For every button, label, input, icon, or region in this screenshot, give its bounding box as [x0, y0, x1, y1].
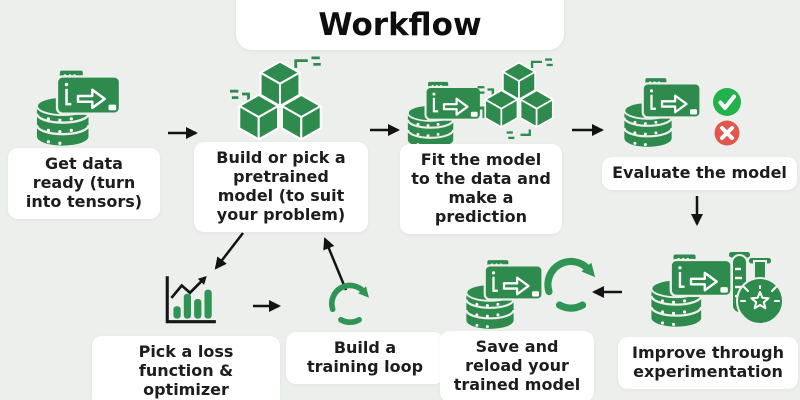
- database-card-icon: [30, 64, 126, 148]
- training-loop-icon: [324, 278, 376, 330]
- step-label-improve: Improve through experimentation: [618, 337, 798, 389]
- step-label-build-model: Build or pick a pretrained model (to sui…: [194, 142, 368, 232]
- check-icon: [713, 88, 741, 116]
- database-reload-icon: [465, 252, 605, 330]
- step-label-save-reload: Save and reload your trained model: [440, 331, 594, 400]
- arrow-build-to-loss: [214, 232, 244, 270]
- step-label-loss-optimizer: Pick a loss function & optimizer: [92, 336, 280, 400]
- bar-chart-icon: [160, 272, 220, 328]
- page-title: Workflow: [236, 0, 564, 50]
- step-label-evaluate: Evaluate the model: [602, 157, 797, 190]
- database-and-cubes-icon: [406, 58, 554, 149]
- step-label-training-loop: Build a training loop: [286, 332, 444, 384]
- database-check-cross-icon: [623, 76, 741, 148]
- step-label-get-data: Get data ready (turn into tensors): [8, 148, 160, 219]
- database-flask-icon: [650, 252, 784, 328]
- step-label-fit-model: Fit the model to the data and make a pre…: [400, 144, 562, 234]
- flask-icon: [736, 258, 784, 325]
- cross-icon: [714, 120, 740, 146]
- model-cubes-icon: [228, 56, 332, 156]
